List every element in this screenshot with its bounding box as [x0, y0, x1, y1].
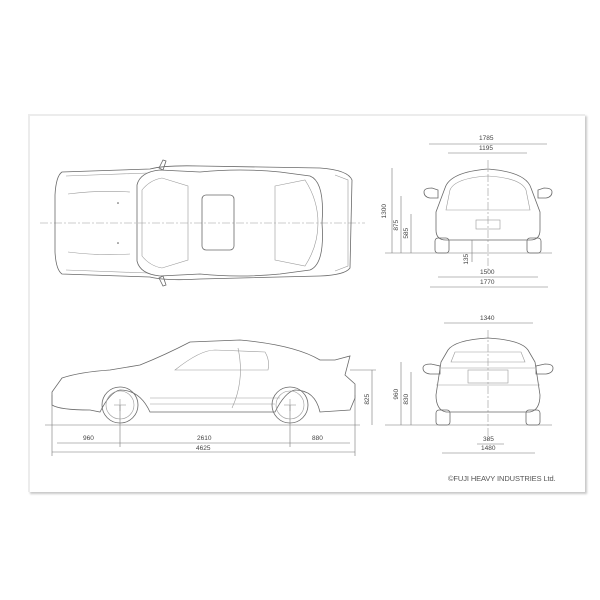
dim-1500: 1500 — [480, 269, 495, 276]
dim-1770: 1770 — [480, 279, 495, 286]
copyright-notice: ©FUJI HEAVY INDUSTRIES Ltd. — [448, 474, 556, 483]
front-view — [385, 143, 553, 288]
dim-875: 875 — [393, 219, 401, 231]
dim-2610: 2610 — [197, 435, 212, 442]
dim-1300: 1300 — [380, 204, 388, 219]
dim-585: 585 — [403, 227, 411, 239]
dim-880: 880 — [312, 435, 323, 442]
rear-view — [385, 322, 554, 454]
dim-4625: 4625 — [196, 445, 211, 452]
dim-960-side: 960 — [83, 435, 94, 442]
dim-1195: 1195 — [479, 145, 493, 152]
dim-1785: 1785 — [479, 135, 494, 142]
dim-960-rear: 960 — [393, 388, 401, 400]
dim-1480: 1480 — [481, 445, 496, 452]
dim-385: 385 — [483, 436, 494, 443]
side-view — [45, 339, 376, 456]
blueprint-sheet — [28, 114, 585, 492]
dim-1340: 1340 — [480, 315, 495, 322]
top-view — [40, 159, 365, 287]
dim-830: 830 — [403, 393, 411, 405]
dim-135: 135 — [463, 253, 471, 265]
dim-825: 825 — [364, 393, 372, 405]
